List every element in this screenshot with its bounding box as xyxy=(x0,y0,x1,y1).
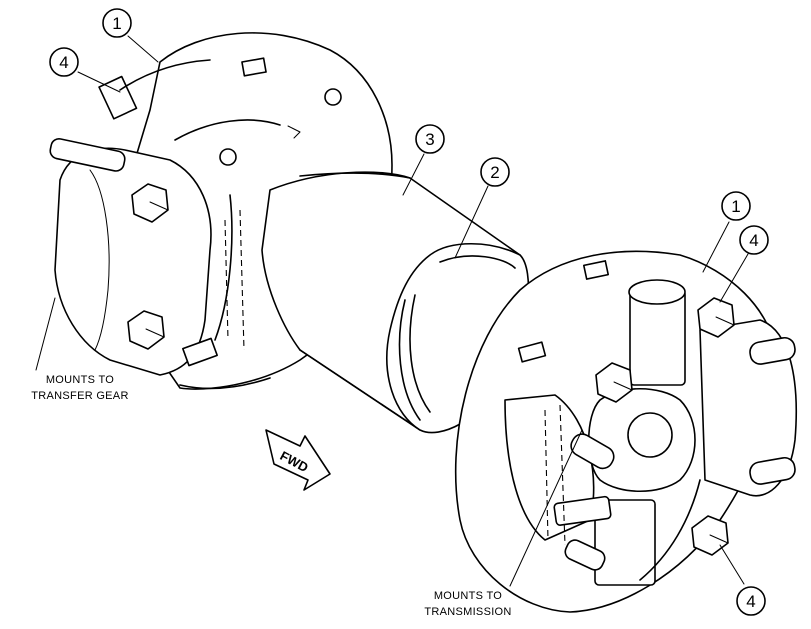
svg-text:4: 4 xyxy=(746,592,755,611)
svg-text:4: 4 xyxy=(749,231,758,250)
forward-direction-arrow: FWD xyxy=(265,429,331,491)
callout-1-right: 1 xyxy=(721,191,751,221)
svg-text:1: 1 xyxy=(112,14,121,33)
note-transfer-gear: MOUNTS TO TRANSFER GEAR xyxy=(31,374,128,402)
leader-lines xyxy=(35,35,749,587)
callout-4-top: 4 xyxy=(49,47,79,77)
callout-1-top: 1 xyxy=(102,8,132,38)
svg-text:3: 3 xyxy=(425,130,434,149)
svg-text:TRANSFER GEAR: TRANSFER GEAR xyxy=(31,390,128,402)
callout-3: 3 xyxy=(415,124,445,154)
svg-text:4: 4 xyxy=(59,53,68,72)
svg-text:TRANSMISSION: TRANSMISSION xyxy=(424,606,511,618)
svg-text:2: 2 xyxy=(490,163,499,182)
svg-text:MOUNTS TO: MOUNTS TO xyxy=(434,590,502,602)
callout-2: 2 xyxy=(480,157,510,187)
svg-text:1: 1 xyxy=(731,197,740,216)
left-yoke-assembly xyxy=(49,32,393,390)
right-yoke-assembly xyxy=(454,250,798,613)
svg-text:MOUNTS TO: MOUNTS TO xyxy=(46,374,114,386)
callout-4-right: 4 xyxy=(739,225,769,255)
note-transmission: MOUNTS TO TRANSMISSION xyxy=(424,590,511,618)
callout-4-bottom: 4 xyxy=(736,586,766,616)
